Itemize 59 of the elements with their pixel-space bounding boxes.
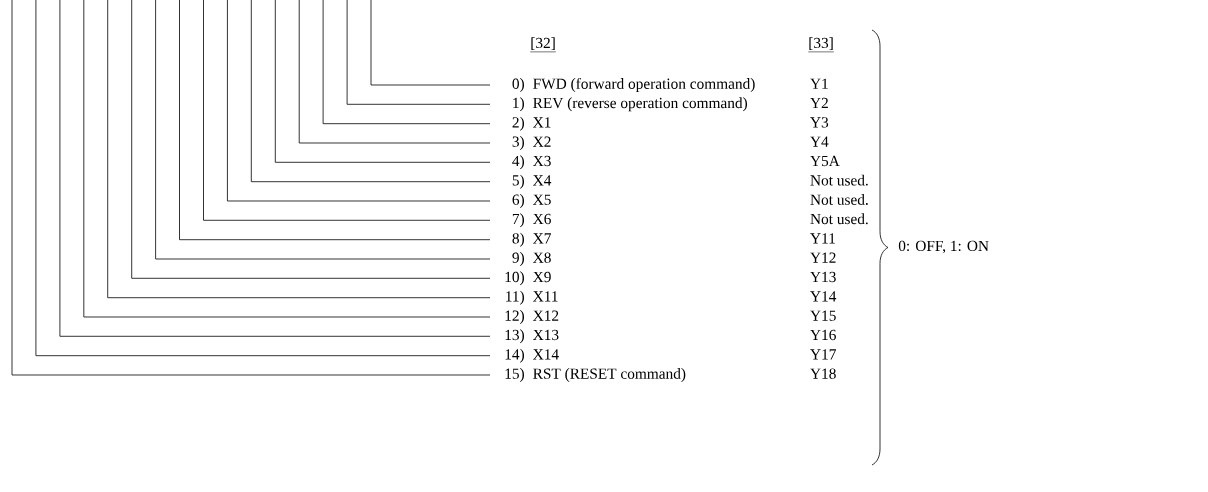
signal-name: X3 <box>533 155 551 167</box>
column-header: [32] <box>530 37 557 53</box>
output-name: Y4 <box>810 136 829 147</box>
output-name: Y18 <box>810 368 836 379</box>
output-name: Y2 <box>810 97 828 108</box>
signal-name: X4 <box>533 175 552 186</box>
output-name: Y12 <box>810 252 836 263</box>
signal-name: X9 <box>533 271 551 283</box>
signal-name: REV (reverse operation command) <box>533 97 748 112</box>
signal-name: X13 <box>533 329 559 341</box>
leader-line <box>370 0 491 86</box>
signal-name: X14 <box>533 349 559 360</box>
leader-line <box>274 0 491 163</box>
output-name: Not used. <box>810 213 868 225</box>
output-name: Not used. <box>810 174 868 186</box>
row-number: 10) <box>505 271 524 286</box>
row-number: 14) <box>505 348 524 363</box>
row-number: 3) <box>512 136 524 150</box>
leader-line <box>203 0 491 221</box>
leader-line <box>250 0 491 183</box>
signal-name: X1 <box>533 117 551 128</box>
output-name: Y17 <box>810 349 836 360</box>
row-number: 5) <box>512 174 524 189</box>
row-number: 4) <box>512 155 524 170</box>
output-name: Y5A <box>810 155 840 167</box>
row-number: 8) <box>512 232 524 247</box>
row-number: 11) <box>506 290 524 305</box>
column-header: [33] <box>808 37 835 53</box>
row-number: 12) <box>505 310 524 324</box>
output-name: Y1 <box>810 78 828 89</box>
row-number: 6) <box>512 194 524 208</box>
signal-name: X2 <box>533 136 551 147</box>
signal-name: X5 <box>533 194 551 205</box>
leader-line <box>346 0 491 105</box>
row-number: 13) <box>505 329 524 344</box>
leader-line <box>227 0 491 202</box>
signal-name: X8 <box>533 252 551 263</box>
signal-name: X6 <box>533 213 551 225</box>
output-name: Y3 <box>810 117 829 128</box>
output-name: Y15 <box>810 310 836 321</box>
row-number: 15) <box>505 368 524 382</box>
signal-name: RST (RESET command) <box>533 368 686 382</box>
output-name: Not used. <box>810 194 868 205</box>
row-number: 7) <box>512 213 524 228</box>
output-name: Y16 <box>810 329 836 341</box>
row-number: 9) <box>512 252 524 266</box>
brace-label: 0: OFF, 1: ON <box>898 240 989 254</box>
leader-line <box>322 0 491 125</box>
signal-name: X12 <box>533 310 559 321</box>
leader-line <box>298 0 491 144</box>
signal-name: X11 <box>533 291 558 302</box>
output-name: Y11 <box>810 233 835 244</box>
signal-name: X7 <box>533 233 551 244</box>
signal-name: FWD (forward operation command) <box>533 77 755 93</box>
output-name: Y14 <box>810 291 837 302</box>
row-number: 0) <box>512 78 524 93</box>
row-number: 1) <box>513 97 524 112</box>
output-name: Y13 <box>810 271 836 283</box>
row-number: 2) <box>512 116 524 131</box>
